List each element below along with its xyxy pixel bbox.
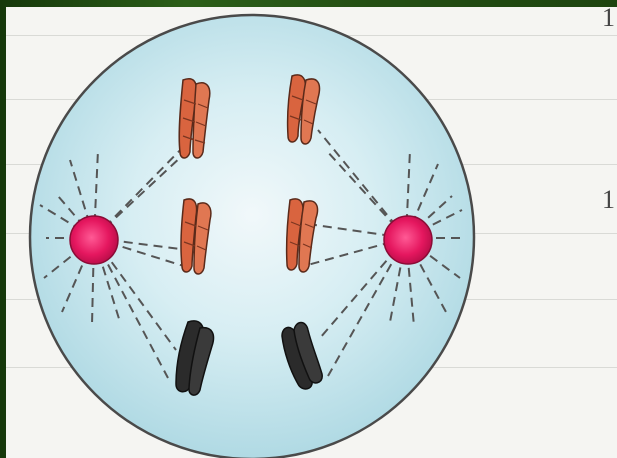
centrosome-left (70, 216, 118, 264)
centrosome-right (384, 216, 432, 264)
